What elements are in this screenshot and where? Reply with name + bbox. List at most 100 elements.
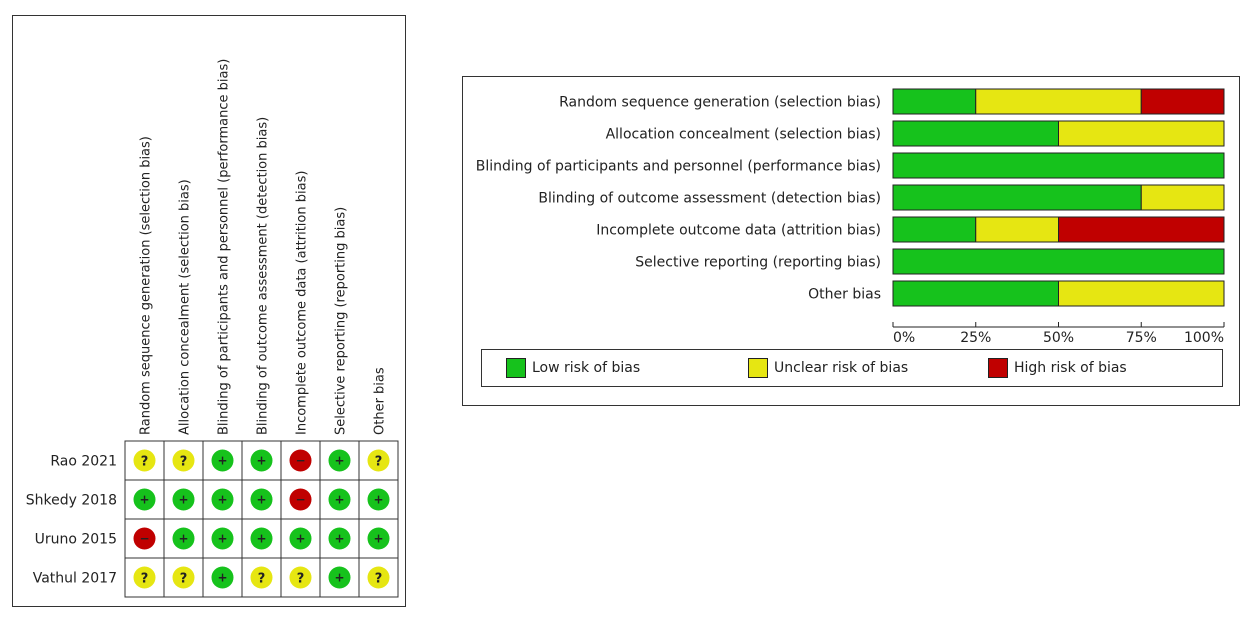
rating-low-icon: + xyxy=(250,488,273,511)
svg-text:+: + xyxy=(256,454,266,468)
rating-low-icon: + xyxy=(328,488,351,511)
rating-low-icon: + xyxy=(211,527,234,550)
svg-text:?: ? xyxy=(141,572,149,587)
legend-item-high: High risk of bias xyxy=(988,358,1127,378)
domain-header: Blinding of participants and personnel (… xyxy=(217,59,232,435)
domain-header: Random sequence generation (selection bi… xyxy=(139,136,154,435)
x-tick-label: 50% xyxy=(1043,330,1074,346)
chart-legend: Low risk of bias Unclear risk of bias Hi… xyxy=(481,349,1223,387)
study-label: Vathul 2017 xyxy=(33,571,117,587)
bar-segment-high xyxy=(1058,216,1225,243)
risk-of-bias-summary-panel: Random sequence generation (selection bi… xyxy=(12,15,406,607)
bar-segment-low xyxy=(892,152,1225,179)
summary-grid xyxy=(124,440,399,598)
bar-segment-low xyxy=(892,88,977,115)
domain-header: Allocation concealment (selection bias) xyxy=(178,179,193,435)
x-tick-label: 0% xyxy=(893,330,915,346)
svg-text:?: ? xyxy=(180,572,188,587)
rating-low-icon: + xyxy=(367,488,390,511)
rating-low-icon: + xyxy=(211,566,234,589)
domain-header: Incomplete outcome data (attrition bias) xyxy=(295,171,310,435)
x-tick-label: 25% xyxy=(960,330,991,346)
study-label: Shkedy 2018 xyxy=(26,493,117,509)
domain-header: Other bias xyxy=(373,367,388,435)
x-tick-label: 100% xyxy=(1184,330,1224,346)
svg-text:+: + xyxy=(217,493,227,507)
rating-low-icon: + xyxy=(172,527,195,550)
category-label: Random sequence generation (selection bi… xyxy=(559,95,881,111)
rating-low-icon: + xyxy=(250,449,273,472)
domain-header: Selective reporting (reporting bias) xyxy=(334,207,349,435)
svg-text:−: − xyxy=(139,532,149,546)
legend-label-high: High risk of bias xyxy=(1014,360,1127,376)
svg-text:+: + xyxy=(295,532,305,546)
rating-low-icon: + xyxy=(328,527,351,550)
svg-text:+: + xyxy=(217,454,227,468)
svg-text:+: + xyxy=(217,571,227,585)
legend-item-unclear: Unclear risk of bias xyxy=(748,358,908,378)
legend-swatch-high xyxy=(988,358,1008,378)
svg-text:−: − xyxy=(295,454,305,468)
rating-low-icon: + xyxy=(211,449,234,472)
category-label: Other bias xyxy=(808,287,881,303)
rating-unclear-icon: ? xyxy=(367,566,390,589)
legend-label-low: Low risk of bias xyxy=(532,360,641,376)
rating-low-icon: + xyxy=(211,488,234,511)
svg-text:+: + xyxy=(139,493,149,507)
bar-segment-unclear xyxy=(1058,120,1225,147)
svg-text:?: ? xyxy=(375,572,383,587)
svg-text:+: + xyxy=(373,532,383,546)
svg-text:+: + xyxy=(178,532,188,546)
rating-low-icon: + xyxy=(289,527,312,550)
rating-low-icon: + xyxy=(133,488,156,511)
bar-segment-low xyxy=(892,280,1059,307)
bar-segment-unclear xyxy=(1140,184,1225,211)
rating-high-icon: − xyxy=(133,527,156,550)
svg-text:+: + xyxy=(256,532,266,546)
svg-text:+: + xyxy=(334,454,344,468)
rating-unclear-icon: ? xyxy=(250,566,273,589)
bar-segment-high xyxy=(1140,88,1225,115)
legend-swatch-low xyxy=(506,358,526,378)
rating-low-icon: + xyxy=(172,488,195,511)
bar-segment-low xyxy=(892,216,977,243)
category-label: Selective reporting (reporting bias) xyxy=(635,255,881,271)
legend-swatch-unclear xyxy=(748,358,768,378)
legend-item-low: Low risk of bias xyxy=(506,358,640,378)
svg-text:−: − xyxy=(295,493,305,507)
rating-low-icon: + xyxy=(328,566,351,589)
rating-unclear-icon: ? xyxy=(133,566,156,589)
legend-label-unclear: Unclear risk of bias xyxy=(774,360,909,376)
rating-unclear-icon: ? xyxy=(172,449,195,472)
rating-low-icon: + xyxy=(328,449,351,472)
category-label: Blinding of outcome assessment (detectio… xyxy=(538,191,881,207)
rating-unclear-icon: ? xyxy=(367,449,390,472)
svg-text:+: + xyxy=(178,493,188,507)
svg-text:?: ? xyxy=(141,455,149,470)
svg-text:+: + xyxy=(334,493,344,507)
svg-text:?: ? xyxy=(297,572,305,587)
bar-segment-low xyxy=(892,184,1142,211)
rating-unclear-icon: ? xyxy=(289,566,312,589)
study-label: Uruno 2015 xyxy=(35,532,117,548)
svg-text:+: + xyxy=(334,532,344,546)
domain-header: Blinding of outcome assessment (detectio… xyxy=(256,117,271,435)
risk-of-bias-summary-table: Random sequence generation (selection bi… xyxy=(26,59,399,598)
svg-text:?: ? xyxy=(258,572,266,587)
rating-low-icon: + xyxy=(367,527,390,550)
svg-text:+: + xyxy=(334,571,344,585)
rating-low-icon: + xyxy=(250,527,273,550)
risk-of-bias-stacked-bar-chart: Random sequence generation (selection bi… xyxy=(476,88,1225,346)
svg-text:?: ? xyxy=(180,455,188,470)
bar-segment-low xyxy=(892,120,1059,147)
svg-text:?: ? xyxy=(375,455,383,470)
bar-segment-unclear xyxy=(975,216,1059,243)
rating-high-icon: − xyxy=(289,488,312,511)
svg-text:+: + xyxy=(373,493,383,507)
rating-unclear-icon: ? xyxy=(172,566,195,589)
x-tick-label: 75% xyxy=(1126,330,1157,346)
svg-text:+: + xyxy=(256,493,266,507)
category-label: Blinding of participants and personnel (… xyxy=(476,159,881,175)
rating-high-icon: − xyxy=(289,449,312,472)
category-label: Incomplete outcome data (attrition bias) xyxy=(596,223,881,239)
